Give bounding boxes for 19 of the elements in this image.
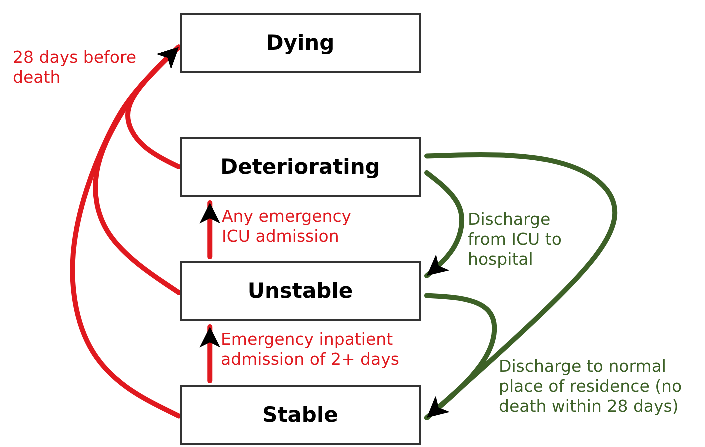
arrow [424,170,465,278]
arrow [200,200,221,260]
state-name: Deteriorating [220,155,380,179]
state-box [180,261,421,321]
arrow [424,293,498,420]
arrow [200,324,221,384]
state-box [180,13,421,73]
state-name: Dying [266,31,335,55]
arrow [70,44,182,419]
edge-label: Discharge from ICU to hospital [468,210,563,270]
state-name: Unstable [248,279,354,303]
edge-label: 28 days before death [13,48,138,88]
state-box [180,385,421,445]
state-box [180,137,421,197]
state-name: Stable [262,403,338,427]
edge-label: Any emergency ICU admission [222,207,353,247]
edge-label: Discharge to normal place of residence (no death within 28 days) [499,357,684,416]
arrow [424,152,618,420]
edge-label: Emergency inpatient admission of 2+ days [221,330,400,370]
